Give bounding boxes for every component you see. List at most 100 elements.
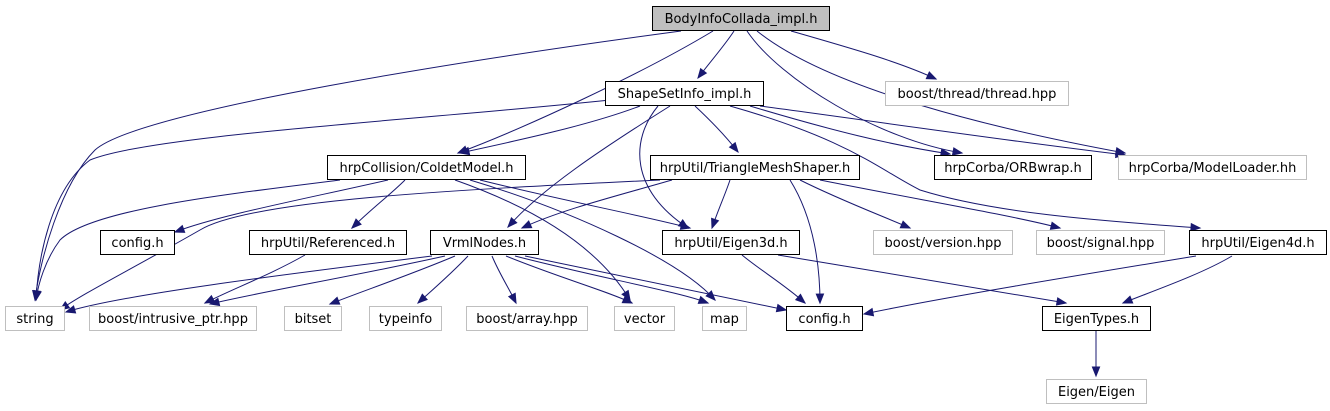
edge-n13-n23 — [729, 105, 1202, 232]
edge-line — [35, 99, 611, 301]
node-n18: bitset — [284, 306, 342, 331]
edge-line — [351, 179, 406, 229]
arrowhead-icon — [862, 307, 875, 317]
arrowhead-icon — [208, 297, 221, 307]
root-node[interactable]: BodyInfoCollada_impl.h — [652, 6, 830, 31]
node-box — [786, 306, 863, 331]
edge-n17-n6 — [208, 255, 446, 307]
node-n6: boost/intrusive_ptr.hpp — [89, 306, 257, 331]
node-n20: boost/array.hpp — [466, 306, 588, 331]
edge-n17-n19 — [416, 255, 469, 304]
arrowhead-icon — [697, 295, 710, 304]
node-n16[interactable]: hrpUtil/TriangleMeshShaper.h — [650, 155, 860, 180]
edge-line — [789, 179, 821, 304]
arrowhead-icon — [351, 218, 362, 229]
arrowhead-icon — [416, 293, 428, 304]
arrowhead-icon — [458, 146, 471, 156]
node-label: bitset — [295, 312, 332, 327]
node-n19: typeinfo — [369, 306, 442, 331]
node-n9[interactable]: hrpUtil/Eigen3d.h — [662, 230, 800, 255]
arrowhead-icon — [507, 292, 517, 305]
edge-line — [329, 255, 456, 305]
node-box — [1046, 379, 1147, 404]
edge-line — [469, 179, 716, 301]
edge-line — [209, 255, 446, 305]
node-box — [100, 230, 175, 255]
edge-line — [746, 30, 963, 154]
node-n15: hrpCorba/ModelLoader.hh — [1118, 155, 1307, 180]
arrowhead-icon — [815, 293, 825, 305]
arrowhead-icon — [1055, 297, 1068, 306]
edge-line — [35, 179, 341, 301]
node-label: hrpUtil/Referenced.h — [261, 236, 395, 251]
node-n23[interactable]: hrpUtil/Eigen4d.h — [1189, 230, 1327, 255]
edge-line — [459, 105, 641, 154]
node-n17[interactable]: VrmlNodes.h — [430, 230, 539, 255]
node-box — [327, 155, 526, 180]
node-label: EigenTypes.h — [1054, 312, 1139, 327]
node-box — [934, 155, 1092, 180]
edge-line — [863, 255, 1197, 315]
arrowhead-icon — [728, 141, 739, 154]
node-n10[interactable]: config.h — [786, 306, 863, 331]
edge-n3-n5 — [351, 179, 406, 229]
node-box — [89, 306, 257, 331]
edge-line — [507, 105, 671, 228]
node-n8: map — [702, 306, 747, 331]
node-box — [466, 306, 588, 331]
edge-line — [819, 179, 1061, 229]
arrowhead-icon — [951, 147, 964, 156]
edge-n16-n21 — [799, 179, 912, 229]
node-label: boost/array.hpp — [476, 312, 578, 327]
arrowhead-icon — [705, 290, 716, 301]
node-label: hrpUtil/Eigen3d.h — [674, 236, 787, 251]
node-box — [652, 6, 830, 31]
arrowhead-icon — [697, 67, 708, 80]
node-box — [702, 306, 747, 331]
node-label: hrpUtil/TriangleMeshShaper.h — [660, 161, 851, 176]
edge-line — [59, 179, 661, 311]
node-box — [885, 81, 1069, 106]
node-n5[interactable]: hrpUtil/Referenced.h — [249, 230, 407, 255]
edge-n13-n2 — [32, 99, 611, 302]
node-n4[interactable]: config.h — [100, 230, 175, 255]
node-label: vector — [624, 312, 666, 327]
edge-n16-n9 — [711, 179, 731, 230]
node-n12: Eigen/Eigen — [1046, 379, 1147, 404]
arrowhead-icon — [507, 217, 518, 229]
node-n11[interactable]: EigenTypes.h — [1042, 306, 1151, 331]
edge-n1-n13 — [697, 30, 735, 80]
edge-n16-n17 — [520, 179, 673, 229]
node-box — [430, 230, 539, 255]
node-n7: vector — [614, 306, 675, 331]
arrowhead-icon — [899, 220, 912, 229]
edge-n16-n22 — [819, 179, 1062, 230]
node-box — [1189, 230, 1327, 255]
arrowhead-icon — [1049, 221, 1062, 230]
edge-line — [514, 255, 709, 304]
edge-n9-n10 — [741, 254, 807, 304]
edge-line — [479, 179, 691, 229]
edge-line — [521, 179, 673, 229]
edge-n3-n4 — [173, 179, 389, 233]
edge-line — [799, 179, 911, 229]
node-n3[interactable]: hrpCollision/ColdetModel.h — [327, 155, 526, 180]
node-box — [873, 230, 1013, 255]
node-label: map — [710, 312, 739, 327]
node-n13[interactable]: ShapeSetInfo_impl.h — [605, 81, 764, 106]
node-box — [249, 230, 407, 255]
node-label: VrmlNodes.h — [443, 236, 526, 251]
node-n14[interactable]: hrpCorba/ORBwrap.h — [934, 155, 1092, 180]
edge-line — [524, 255, 787, 311]
edge-n17-n20 — [491, 255, 517, 305]
arrowhead-icon — [1121, 295, 1134, 304]
arrowhead-icon — [64, 305, 77, 314]
node-label: BodyInfoCollada_impl.h — [665, 12, 818, 27]
node-label: config.h — [111, 236, 163, 251]
edge-n1-n14 — [746, 30, 964, 156]
node-box — [605, 81, 764, 106]
edge-n13-n16 — [694, 105, 739, 154]
node-box — [369, 306, 442, 331]
arrowhead-icon — [203, 294, 216, 304]
